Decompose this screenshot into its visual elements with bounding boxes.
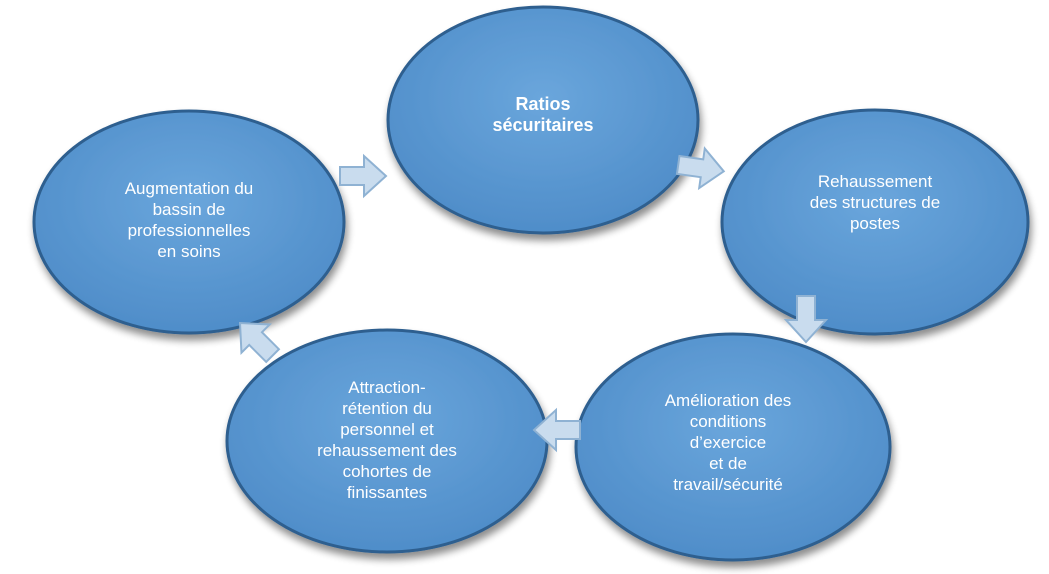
node-rehaussement-ellipse <box>720 108 1030 336</box>
arrow-ratios-to-rehaussement <box>675 146 726 191</box>
node-amelioration-ellipse <box>574 332 892 562</box>
arrow-attraction-to-augmentation <box>238 321 281 364</box>
node-ratios-ellipse <box>386 5 700 235</box>
arrow-augmentation-to-ratios <box>339 153 388 199</box>
node-augmentation-ellipse <box>32 109 346 335</box>
arrow-amelioration-to-attraction <box>532 407 581 453</box>
node-attraction-ellipse <box>225 328 549 554</box>
arrow-rehaussement-to-amelioration <box>783 295 829 344</box>
